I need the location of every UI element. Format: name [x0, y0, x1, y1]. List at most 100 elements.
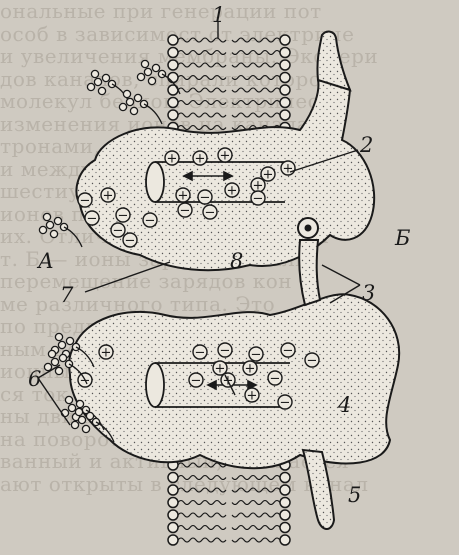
label-7: 7: [60, 283, 74, 307]
gate-hinge: [299, 240, 320, 305]
lipid-tail: [232, 88, 280, 92]
lipid-head: [168, 510, 178, 520]
positive-charge: +: [167, 152, 178, 167]
lipid-tail: [178, 476, 226, 480]
negative-charge: −: [191, 374, 202, 389]
negative-charge: −: [200, 191, 211, 206]
headgroup-atom: [54, 217, 61, 224]
label-4: 4: [337, 393, 351, 417]
lipid-tail: [232, 63, 280, 67]
lipid-tail: [178, 538, 226, 542]
negative-charge: −: [220, 344, 231, 359]
lipid-tail: [178, 488, 226, 492]
positive-charge: +: [103, 189, 114, 204]
headgroup-atom: [46, 221, 53, 228]
positive-charge: +: [178, 189, 189, 204]
lipid-tail: [178, 126, 226, 130]
headgroup-atom: [59, 354, 66, 361]
label-A: А: [36, 249, 54, 273]
headgroup-atom: [68, 404, 75, 411]
lipid-head: [168, 110, 178, 120]
membrane-bilayer: [168, 35, 290, 545]
lower-pore-mouth: [146, 363, 164, 407]
lipid-tail: [178, 88, 226, 92]
lipid-head: [280, 523, 290, 533]
label-8: 8: [230, 249, 243, 273]
headgroup-atom: [98, 87, 105, 94]
headgroup-atom: [82, 425, 89, 432]
negative-charge: −: [205, 206, 216, 221]
upper-protein-arm: [317, 32, 350, 90]
positive-charge: +: [283, 162, 294, 177]
headgroup-atom: [148, 77, 155, 84]
lipid-head: [280, 510, 290, 520]
lipid-tail: [232, 113, 280, 117]
headgroup-atom: [51, 358, 58, 365]
headgroup-atom: [119, 103, 126, 110]
lipid-tail: [232, 501, 280, 505]
lipid-tail: [232, 76, 280, 80]
headgroup-atom: [123, 90, 130, 97]
lipid-tail: [178, 113, 226, 117]
lipid-head: [280, 110, 290, 120]
negative-charge: −: [145, 214, 156, 229]
gate-pivot-center: [305, 225, 312, 232]
lipid-tail: [178, 63, 226, 67]
headgroup-atom: [87, 83, 94, 90]
lipid-head: [280, 485, 290, 495]
lipid-tail: [178, 38, 226, 42]
lipid-head: [280, 35, 290, 45]
negative-charge: −: [87, 212, 98, 227]
lipid-tail: [178, 101, 226, 105]
headgroup-atom: [48, 350, 55, 357]
lipid-tail: [232, 513, 280, 517]
lipid-head: [168, 73, 178, 83]
headgroup-atom: [39, 226, 46, 233]
lipid-head: [280, 535, 290, 545]
lipid-head: [168, 498, 178, 508]
lipid-head: [280, 85, 290, 95]
lipid-head: [168, 535, 178, 545]
positive-charge: +: [220, 149, 231, 164]
upper-pore-mouth: [146, 162, 164, 202]
label-2: 2: [359, 133, 373, 157]
positive-charge: +: [247, 389, 258, 404]
headgroup-atom: [43, 213, 50, 220]
negative-charge: −: [283, 344, 294, 359]
negative-charge: −: [253, 192, 264, 207]
positive-charge: +: [101, 346, 112, 361]
negative-charge: −: [195, 346, 206, 361]
headgroup-atom: [144, 68, 151, 75]
negative-charge: −: [180, 204, 191, 219]
lipid-head: [168, 523, 178, 533]
headgroup-atom: [50, 230, 57, 237]
headgroup-atom: [71, 421, 78, 428]
negative-charge: −: [118, 209, 129, 224]
positive-charge: +: [263, 168, 274, 183]
headgroup-atom: [58, 341, 65, 348]
headgroup-atom: [76, 400, 83, 407]
headgroup-atom: [130, 107, 137, 114]
lipid-head: [168, 35, 178, 45]
label-5: 5: [348, 483, 361, 507]
lipid-head: [168, 48, 178, 58]
positive-charge: +: [195, 152, 206, 167]
lipid-head: [280, 498, 290, 508]
headgroup-atom: [55, 333, 62, 340]
lipid-tail: [178, 526, 226, 530]
label-B: Б: [394, 226, 410, 250]
lipid-tail: [232, 476, 280, 480]
headgroup-atom: [75, 408, 82, 415]
lipid-tail: [232, 538, 280, 542]
headgroup-atom: [65, 396, 72, 403]
headgroup-atom: [86, 412, 93, 419]
lipid-tail: [232, 101, 280, 105]
negative-charge: −: [125, 234, 136, 249]
negative-charge: −: [251, 348, 262, 363]
lipid-tail: [232, 51, 280, 55]
headgroup-atom: [91, 70, 98, 77]
negative-charge: −: [307, 354, 318, 369]
headgroup-atom: [126, 98, 133, 105]
headgroup-atom: [134, 94, 141, 101]
